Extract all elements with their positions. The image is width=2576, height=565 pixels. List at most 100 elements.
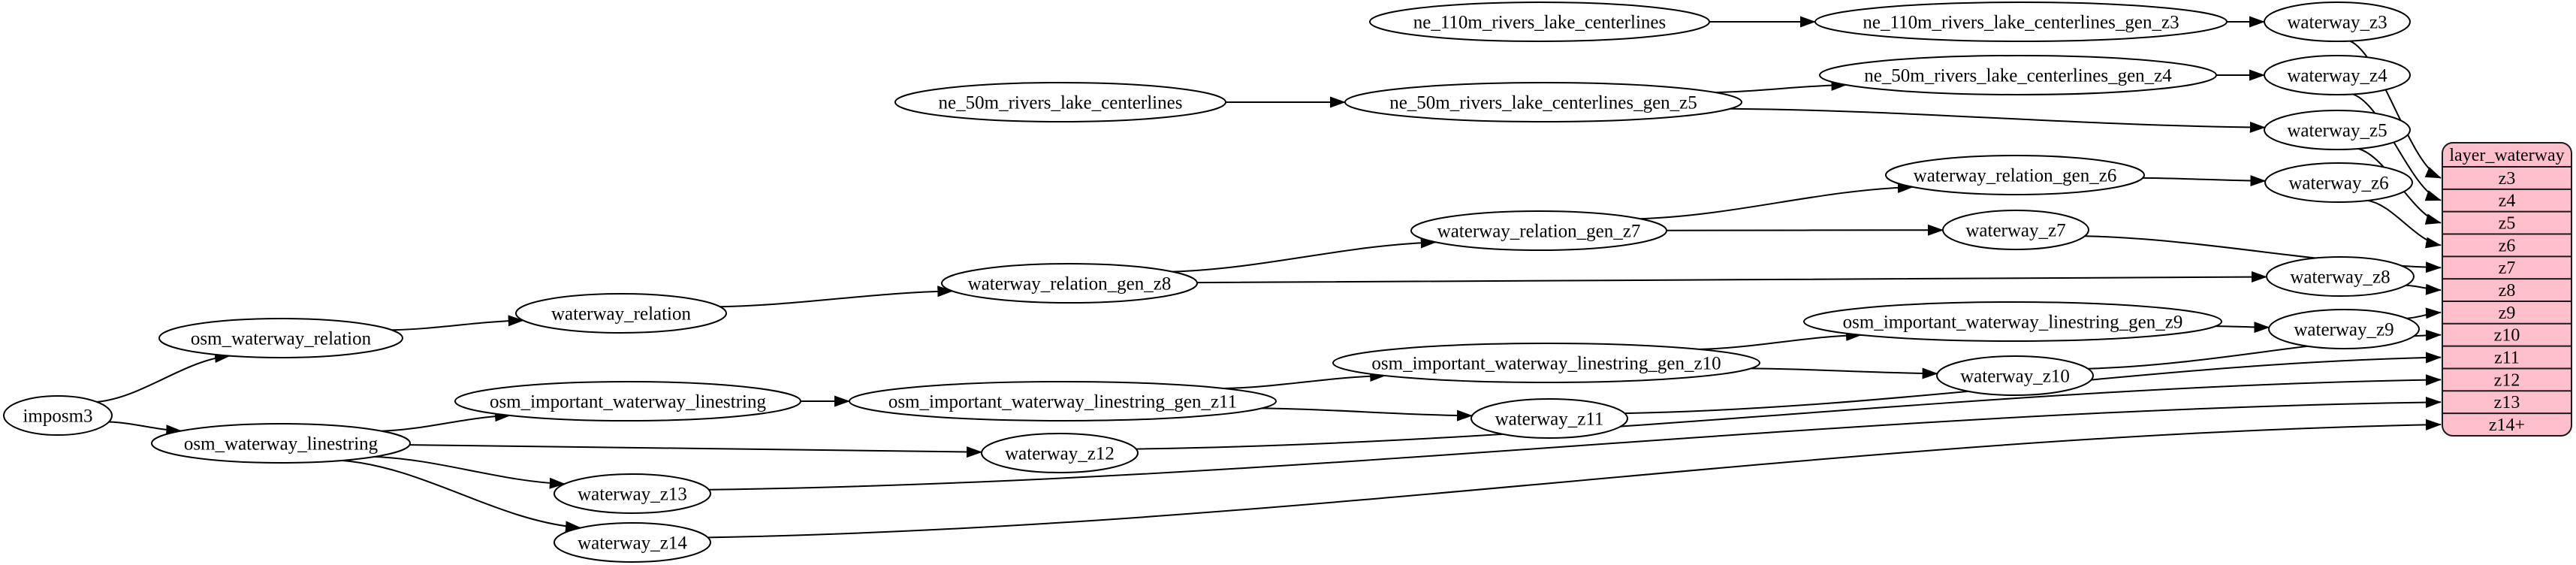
node-ellipse [941,263,1198,304]
table-row-z7: z7 [2499,258,2516,278]
node-waterway_z4: waterway_z4 [2264,55,2411,95]
table-row-z12: z12 [2494,370,2520,390]
node-ellipse [1819,55,2217,95]
edge-osm_waterway_linestring-to-osm_important_waterway_linestring [382,410,511,432]
node-waterway_relation_gen_z6: waterway_relation_gen_z6 [1885,155,2145,195]
node-label: waterway_z10 [1960,366,2070,386]
node-label: ne_110m_rivers_lake_centerlines_gen_z3 [1863,12,2179,32]
node-osm_important_waterway_linestring_gen_z9: osm_important_waterway_linestring_gen_z9 [1803,301,2222,342]
node-ellipse [1936,355,2094,396]
edge-ne_50m_rivers_lake_centerlines_gen_z5-to-ne_50m_rivers_lake_centerlines_gen_z4 [1715,79,1848,93]
node-waterway_relation_gen_z7: waterway_relation_gen_z7 [1410,210,1667,251]
node-label: waterway_z5 [2287,120,2387,140]
table-row-z10: z10 [2494,326,2520,346]
node-ellipse [3,395,113,436]
table-layer_waterway: layer_waterway z3 z4 z5 z6 z7 z8 z9 z10 z11 z12 z13… [2442,142,2572,437]
edge-waterway_relation_gen_z7-to-waterway_z7 [1666,224,1944,236]
node-label: osm_important_waterway_linestring_gen_z9 [1843,312,2183,332]
node-osm_important_waterway_linestring_gen_z10: osm_important_waterway_linestring_gen_z1… [1332,343,1760,383]
node-ellipse [2264,2,2411,42]
edge-waterway_z9-to-row-z9 [2406,307,2442,319]
node-label: osm_important_waterway_linestring_gen_z1… [1371,353,1721,373]
node-ellipse [158,318,403,358]
node-imposm3: imposm3 [3,395,113,436]
node-waterway_z12: waterway_z12 [981,433,1139,473]
edge-imposm3-to-osm_waterway_relation [96,352,231,403]
node-ne_50m_rivers_lake_centerlines_gen_z4: ne_50m_rivers_lake_centerlines_gen_z4 [1819,55,2217,95]
table-row-z8: z8 [2499,281,2516,301]
node-ellipse [515,293,727,334]
edge-waterway_z13-to-row-z13 [708,396,2442,491]
node-osm_waterway_relation: osm_waterway_relation [158,318,403,358]
table-row-z4: z4 [2499,192,2516,211]
node-waterway_z10: waterway_z10 [1936,355,2094,396]
nodes-layer: imposm3 osm_waterway_relation osm_waterway… [3,2,2420,563]
node-waterway_z3: waterway_z3 [2264,2,2411,42]
node-ellipse [849,381,1277,421]
edge-osm_important_waterway_linestring_gen_z11-to-waterway_z11 [1261,407,1473,421]
node-ellipse [1344,82,1742,122]
node-label: osm_waterway_relation [191,328,372,349]
node-label: waterway_relation [551,304,692,324]
table-row-z11: z11 [2494,348,2520,367]
node-label: waterway_z12 [1005,443,1115,464]
table-row-z5: z5 [2499,213,2516,233]
node-ellipse [554,473,711,514]
table-row-z3: z3 [2499,169,2516,189]
node-waterway_z11: waterway_z11 [1470,398,1628,439]
node-ellipse [981,433,1139,473]
edge-osm_waterway_linestring-to-waterway_z14 [342,459,581,533]
table-row-z9: z9 [2499,304,2516,323]
node-label: osm_waterway_linestring [184,434,379,454]
node-waterway_relation: waterway_relation [515,293,727,334]
node-ellipse [2266,256,2415,297]
node-label: waterway_relation_gen_z7 [1437,221,1641,241]
node-ne_110m_rivers_lake_centerlines: ne_110m_rivers_lake_centerlines [1369,2,1710,42]
node-ellipse [1803,301,2222,342]
node-ellipse [554,522,711,563]
edge-waterway_relation_gen_z7-to-waterway_relation_gen_z6 [1640,182,1914,220]
node-ne_110m_rivers_lake_centerlines_gen_z3: ne_110m_rivers_lake_centerlines_gen_z3 [1814,2,2228,42]
node-label: waterway_z7 [1965,220,2065,240]
node-label: waterway_z9 [2294,319,2394,340]
node-ellipse [1942,210,2089,250]
node-label: waterway_z4 [2287,65,2387,86]
node-waterway_z14: waterway_z14 [554,522,711,563]
node-ellipse [1814,2,2228,42]
table-title: layer_waterway [2449,146,2564,165]
node-label: ne_50m_rivers_lake_centerlines [939,92,1183,113]
node-ellipse [2264,110,2411,150]
node-label: osm_important_waterway_linestring [490,391,766,412]
node-waterway_z5: waterway_z5 [2264,110,2411,150]
node-ellipse [2268,309,2420,349]
edge-waterway_relation_gen_z6-to-waterway_z6 [2142,175,2267,187]
node-ellipse [894,82,1226,122]
node-waterway_z6: waterway_z6 [2264,162,2413,203]
node-ellipse [1410,210,1667,251]
node-ellipse [2264,162,2413,203]
edges-layer [96,16,2442,539]
edge-waterway_relation_gen_z8-to-waterway_z8 [1196,271,2267,284]
edge-waterway_relation_gen_z8-to-waterway_relation_gen_z7 [1172,237,1437,273]
node-label: waterway_z13 [578,484,687,504]
edge-osm_important_waterway_linestring_gen_z11-to-osm_important_waterway_linestring_gen_z10 [1223,370,1386,389]
table-row-z6: z6 [2499,236,2516,255]
node-ellipse [151,423,411,464]
node-ellipse [1470,398,1628,439]
table-outline [2442,142,2572,437]
edge-imposm3-to-osm_waterway_linestring [109,421,182,437]
edge-waterway_relation-to-waterway_relation_gen_z8 [719,286,954,308]
table-layer: layer_waterway z3 z4 z5 z6 z7 z8 z9 z10 z11 z12 z13… [2442,142,2572,437]
edge-osm_waterway_relation-to-waterway_relation [391,315,524,331]
node-label: waterway_z11 [1495,409,1604,429]
node-waterway_z8: waterway_z8 [2266,256,2415,297]
table-row-z13: z13 [2494,393,2520,412]
edge-osm_waterway_linestring-to-waterway_z13 [374,455,566,489]
node-label: imposm3 [23,406,92,426]
node-waterway_z13: waterway_z13 [554,473,711,514]
node-ellipse [2264,55,2411,95]
node-osm_important_waterway_linestring_gen_z11: osm_important_waterway_linestring_gen_z1… [849,381,1277,421]
node-label: waterway_z8 [2290,267,2390,287]
